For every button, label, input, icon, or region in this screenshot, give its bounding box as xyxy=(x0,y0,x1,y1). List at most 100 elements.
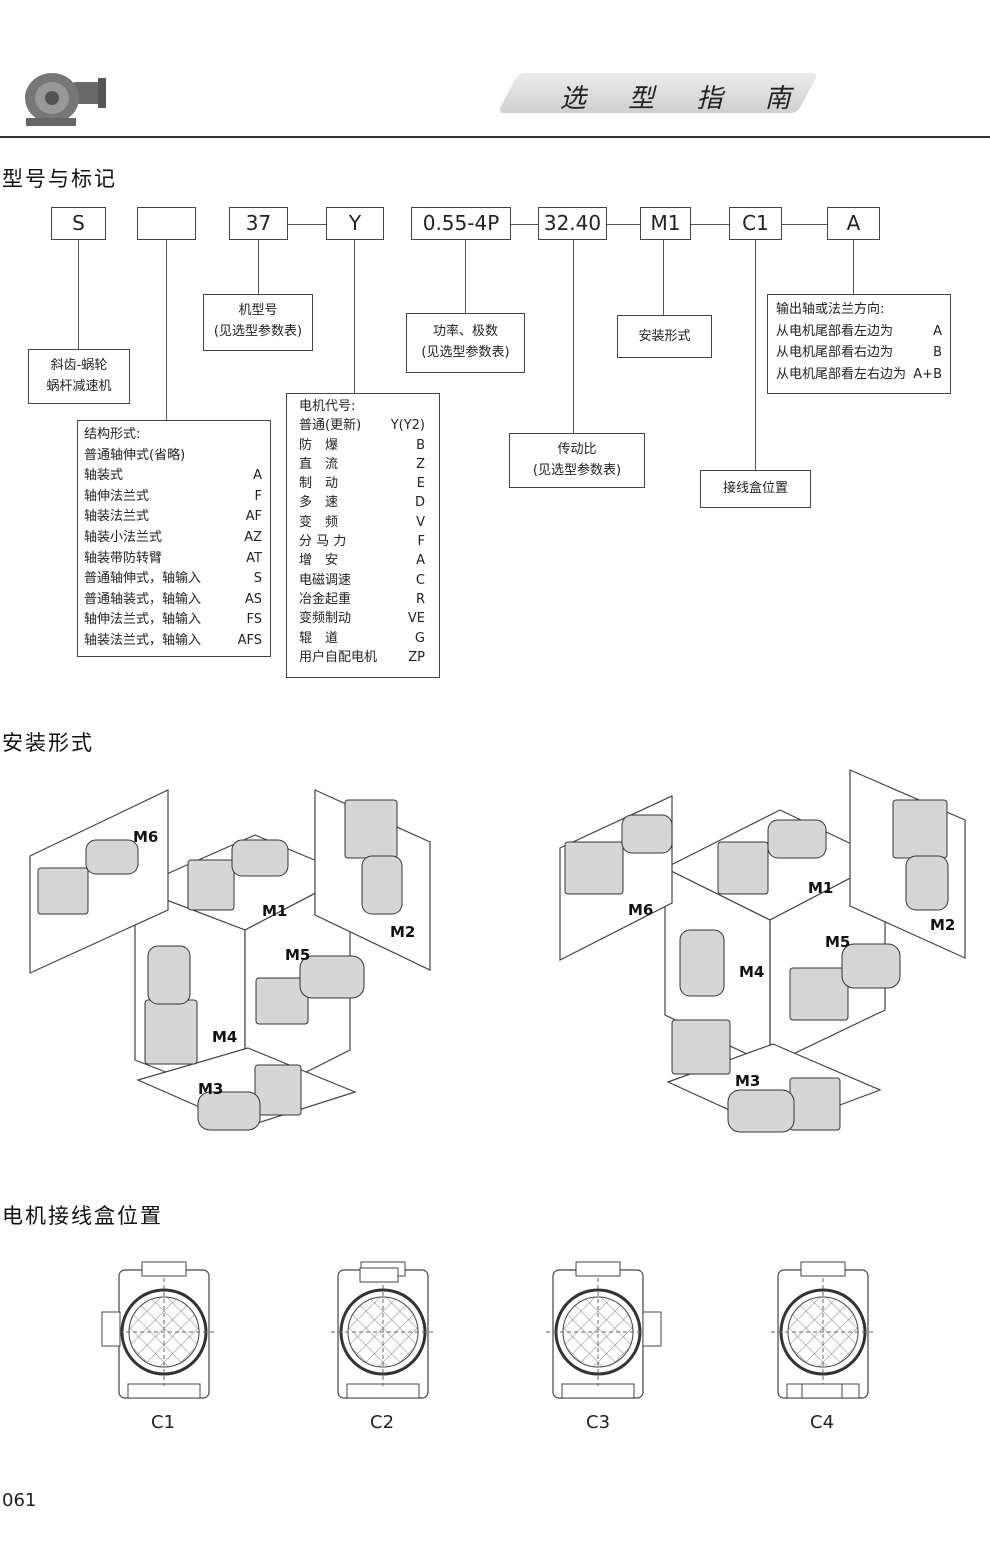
list-item-code: VE xyxy=(407,611,425,627)
note-ratio: 传动比 (见选型参数表) xyxy=(509,433,645,488)
list-item-label: 轴伸法兰式 xyxy=(84,488,150,504)
code-box-power: 0.55-4P xyxy=(411,207,511,240)
list-item-code: B xyxy=(416,437,425,453)
list-item-code: S xyxy=(253,571,262,587)
mount-label-left-m3: M3 xyxy=(198,1080,223,1098)
list-item-code: G xyxy=(414,630,425,646)
list-item: 普通(更新)Y(Y2) xyxy=(299,416,427,435)
note-line: 安装形式 xyxy=(638,329,691,344)
list-item-code: D xyxy=(414,495,425,511)
list-item-code: R xyxy=(415,591,425,607)
list-item-label: 辊 道 xyxy=(299,630,339,646)
terminal-label-c2: C2 xyxy=(370,1412,395,1433)
connector-line xyxy=(755,240,756,470)
list-item-code: E xyxy=(416,476,425,492)
connector-line xyxy=(78,240,79,349)
note-frame-size: 机型号 (见选型参数表) xyxy=(203,294,313,351)
list-item-label: 轴装小法兰式 xyxy=(84,529,163,545)
list-item-label: 从电机尾部看右边为 xyxy=(776,345,894,360)
mount-label-left-m1: M1 xyxy=(262,902,287,920)
mount-label-right-m2: M2 xyxy=(930,916,955,934)
list-item-label: 轴伸法兰式，轴输入 xyxy=(84,612,202,628)
connector-line xyxy=(166,240,167,420)
list-item-label: 轴装带防转臂 xyxy=(84,550,163,566)
list-item-label: 普通轴伸式，轴输入 xyxy=(84,571,202,587)
terminal-position-c1 xyxy=(101,1260,218,1400)
list-item-code: A xyxy=(253,468,262,484)
direction-list-title: 输出轴或法兰方向: xyxy=(776,302,885,317)
list-item-code: C xyxy=(415,572,425,588)
list-item-label: 电磁调速 xyxy=(299,572,352,588)
separator-dash xyxy=(288,224,326,225)
connector-line xyxy=(853,240,854,294)
note-line: 斜齿-蜗轮 xyxy=(50,358,108,373)
list-item: 普通轴装式，轴输入 AS xyxy=(84,590,264,611)
mount-label-right-m5: M5 xyxy=(825,933,850,951)
terminal-label-c3: C3 xyxy=(586,1412,611,1433)
list-item-label: 增 安 xyxy=(299,553,339,569)
list-item: 普通轴伸式(省略) xyxy=(84,446,264,467)
gear-reducer-logo xyxy=(25,73,106,126)
page-number: 061 xyxy=(2,1490,37,1511)
list-item-code: Y(Y2) xyxy=(390,418,425,434)
code-box-terminal: C1 xyxy=(729,207,782,240)
separator-dash xyxy=(607,224,640,225)
terminal-label-c4: C4 xyxy=(810,1412,835,1433)
section-title-terminal-box: 电机接线盒位置 xyxy=(2,1204,163,1228)
list-item-code: A xyxy=(416,553,425,569)
terminal-box-diagram xyxy=(101,1260,877,1400)
list-item-label: 直 流 xyxy=(299,456,339,472)
code-box-motor: Y xyxy=(326,207,384,240)
note-line: (见选型参数表) xyxy=(421,345,510,360)
list-item-label: 从电机尾部看左边为 xyxy=(776,323,894,339)
note-mounting: 安装形式 xyxy=(617,315,712,358)
list-item-code: AF xyxy=(245,509,262,525)
code-box-mounting: M1 xyxy=(640,207,691,240)
list-item-code: AS xyxy=(244,591,262,607)
structure-list-title: 结构形式: xyxy=(84,427,141,442)
terminal-position-c2 xyxy=(329,1260,437,1400)
mount-label-right-m1: M1 xyxy=(808,879,833,897)
list-item-code: A xyxy=(933,323,942,339)
list-item-label: 普通轴装式，轴输入 xyxy=(84,591,202,607)
list-item-code: FS xyxy=(246,612,262,628)
list-item-code: AT xyxy=(246,550,262,566)
code-box-structure xyxy=(137,207,196,240)
connector-line xyxy=(573,240,574,433)
list-item: 冶金起重 R xyxy=(299,590,427,609)
note-line: 蜗杆减速机 xyxy=(46,379,112,394)
list-item-label: 冶金起重 xyxy=(299,591,352,607)
mount-label-left-m4: M4 xyxy=(212,1028,237,1046)
section-title-model-marking: 型号与标记 xyxy=(2,167,117,191)
code-box-ratio: 32.40 xyxy=(538,207,607,240)
note-terminal-box: 接线盒位置 xyxy=(700,470,811,508)
mount-label-right-m4: M4 xyxy=(739,963,764,981)
list-item-code: V xyxy=(416,514,425,530)
connector-line xyxy=(258,240,259,294)
list-item-code: AZ xyxy=(244,529,262,545)
list-item-label: 普通轴伸式(省略) xyxy=(84,447,186,463)
list-item: 轴装带防转臂 AT xyxy=(84,549,264,570)
note-line: (见选型参数表) xyxy=(532,463,622,478)
list-item-label: 轴装法兰式，轴输入 xyxy=(84,632,202,648)
mount-label-left-m6: M6 xyxy=(133,828,158,846)
list-item-label: 变 频 xyxy=(299,514,339,530)
code-box-series: S xyxy=(51,207,106,240)
connector-line xyxy=(663,240,664,315)
code-box-direction: A xyxy=(827,207,880,240)
list-item-code: B xyxy=(933,345,942,360)
